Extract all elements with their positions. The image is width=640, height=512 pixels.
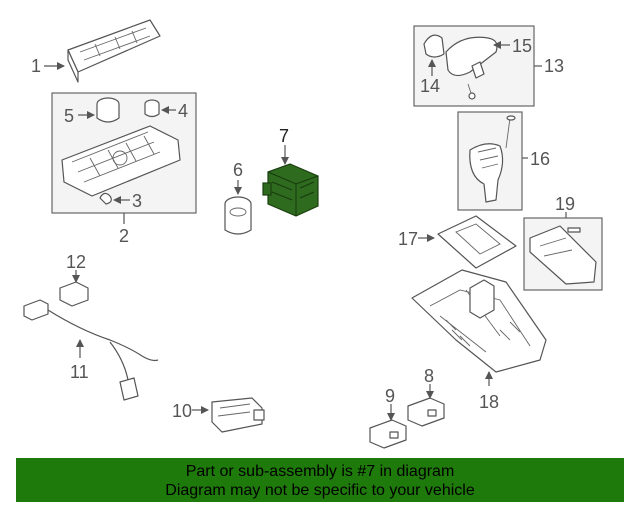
part-1-switch-panel[interactable] [67, 19, 161, 83]
callout-1[interactable]: 1 [31, 56, 41, 76]
callout-19[interactable]: 19 [555, 194, 575, 214]
part-12-connector[interactable] [59, 281, 89, 307]
part-17-trim-plate[interactable] [437, 215, 517, 269]
part-7-highlighted-switch[interactable] [262, 163, 319, 217]
part-18-shifter-housing[interactable] [411, 269, 547, 373]
callout-2[interactable]: 2 [119, 226, 129, 246]
part-5-knob[interactable] [96, 97, 120, 123]
callout-3[interactable]: 3 [132, 191, 142, 211]
part-11-wiring-harness[interactable] [23, 299, 159, 401]
part-3-clip[interactable] [99, 192, 112, 205]
exploded-parts-diagram: 1 2 5 4 3 6 7 [23, 19, 603, 449]
callout-14[interactable]: 14 [420, 76, 440, 96]
callout-11[interactable]: 11 [70, 362, 89, 382]
banner-line-1: Part or sub-assembly is #7 in diagram [185, 463, 455, 480]
part-14-button[interactable] [423, 34, 445, 58]
part-15-shift-knob[interactable] [445, 36, 498, 100]
callout-7[interactable]: 7 [279, 126, 289, 146]
callout-15[interactable]: 15 [512, 36, 532, 56]
callout-16[interactable]: 16 [530, 149, 550, 169]
notice-banner: Part or sub-assembly is #7 in diagram Di… [16, 458, 624, 502]
part-10-switch[interactable] [211, 397, 265, 433]
part-9-small-switch[interactable] [369, 419, 407, 449]
callout-6[interactable]: 6 [233, 160, 243, 180]
callout-9[interactable]: 9 [385, 386, 395, 406]
callout-12[interactable]: 12 [66, 252, 86, 272]
part-4-small-knob[interactable] [144, 99, 160, 118]
part-19-control-module[interactable] [529, 225, 597, 285]
callout-5[interactable]: 5 [64, 106, 74, 126]
part-2-switch-module[interactable] [61, 125, 181, 197]
part-8-small-switch[interactable] [407, 397, 445, 427]
callout-18[interactable]: 18 [479, 392, 499, 412]
callout-4[interactable]: 4 [178, 101, 188, 121]
callout-8[interactable]: 8 [424, 366, 434, 386]
callout-10[interactable]: 10 [172, 401, 192, 421]
callout-17[interactable]: 17 [398, 229, 418, 249]
part-6-power-socket[interactable] [224, 196, 252, 235]
part-16-shift-lever[interactable] [469, 115, 516, 203]
banner-line-2: Diagram may not be specific to your vehi… [165, 482, 475, 499]
callout-13[interactable]: 13 [544, 56, 564, 76]
